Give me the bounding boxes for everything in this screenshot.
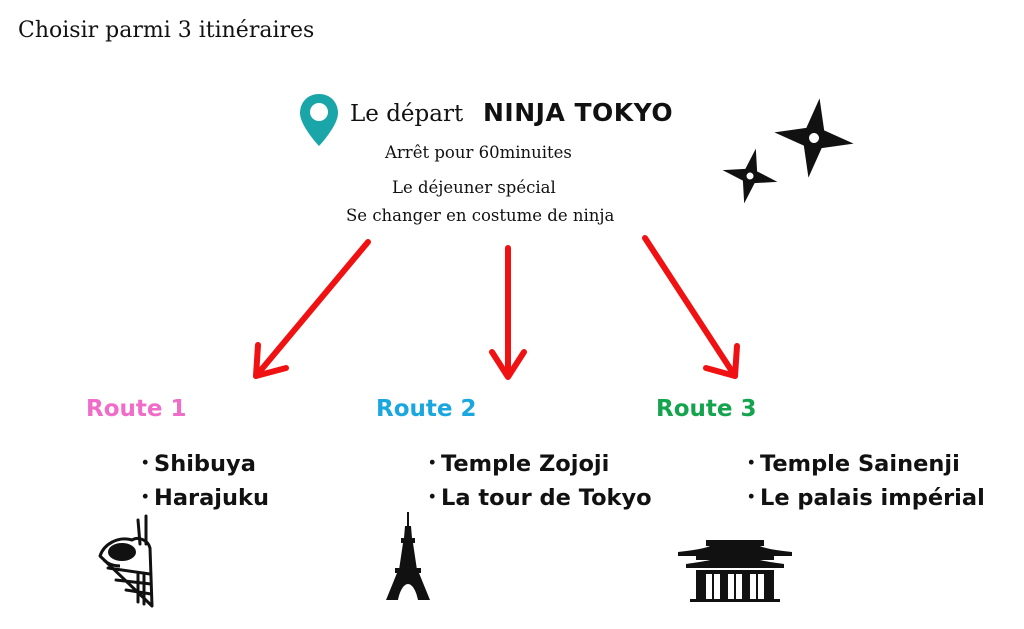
departure-brand: NINJA TOKYO — [483, 98, 674, 127]
route-3-stops: ・Temple Sainenji ・Le palais impérial — [740, 447, 985, 515]
crepe-icon — [98, 514, 154, 608]
tokyo-tower-icon — [386, 512, 430, 600]
bullet: ・ — [740, 451, 763, 477]
route-3-name: Route 3 — [656, 396, 757, 422]
bullet: ・ — [421, 485, 444, 511]
departure-detail-costume: Se changer en costume de ninja — [346, 206, 615, 225]
route-1-stops: ・Shibuya ・Harajuku — [134, 447, 269, 515]
route-1-stop-1: Shibuya — [154, 451, 256, 477]
bullet: ・ — [134, 485, 157, 511]
bullet: ・ — [421, 451, 444, 477]
list-item: ・Shibuya — [134, 447, 269, 481]
route-2-stops: ・Temple Zojoji ・La tour de Tokyo — [421, 447, 652, 515]
route-2-name: Route 2 — [376, 396, 477, 422]
route-2-stop-2: La tour de Tokyo — [441, 485, 652, 511]
route-1-stop-2: Harajuku — [154, 485, 270, 511]
list-item: ・Temple Sainenji — [740, 447, 985, 481]
route-1-name: Route 1 — [86, 396, 187, 422]
shuriken-icon — [722, 98, 854, 204]
bullet: ・ — [134, 451, 157, 477]
list-item: ・La tour de Tokyo — [421, 481, 652, 515]
route-2-stop-1: Temple Zojoji — [441, 451, 610, 477]
temple-gate-icon — [678, 540, 792, 602]
list-item: ・Harajuku — [134, 481, 269, 515]
map-pin-icon — [300, 94, 338, 146]
bullet: ・ — [740, 485, 763, 511]
arrowhead-route-3 — [703, 343, 740, 379]
page-title: Choisir parmi 3 itinéraires — [18, 18, 315, 43]
arrow-route-3 — [642, 235, 738, 379]
list-item: ・Temple Zojoji — [421, 447, 652, 481]
arrowhead-route-2 — [489, 349, 527, 380]
route-3-stop-1: Temple Sainenji — [760, 451, 960, 477]
list-item: ・Le palais impérial — [740, 481, 985, 515]
arrowhead-route-1 — [253, 342, 289, 379]
route-3-stop-2: Le palais impérial — [760, 485, 985, 511]
departure-detail-lunch: Le déjeuner spécial — [392, 178, 556, 197]
arrow-route-1 — [253, 239, 371, 379]
departure-label: Le départ — [350, 101, 464, 127]
departure-detail-stop: Arrêt pour 60minuites — [385, 143, 572, 162]
